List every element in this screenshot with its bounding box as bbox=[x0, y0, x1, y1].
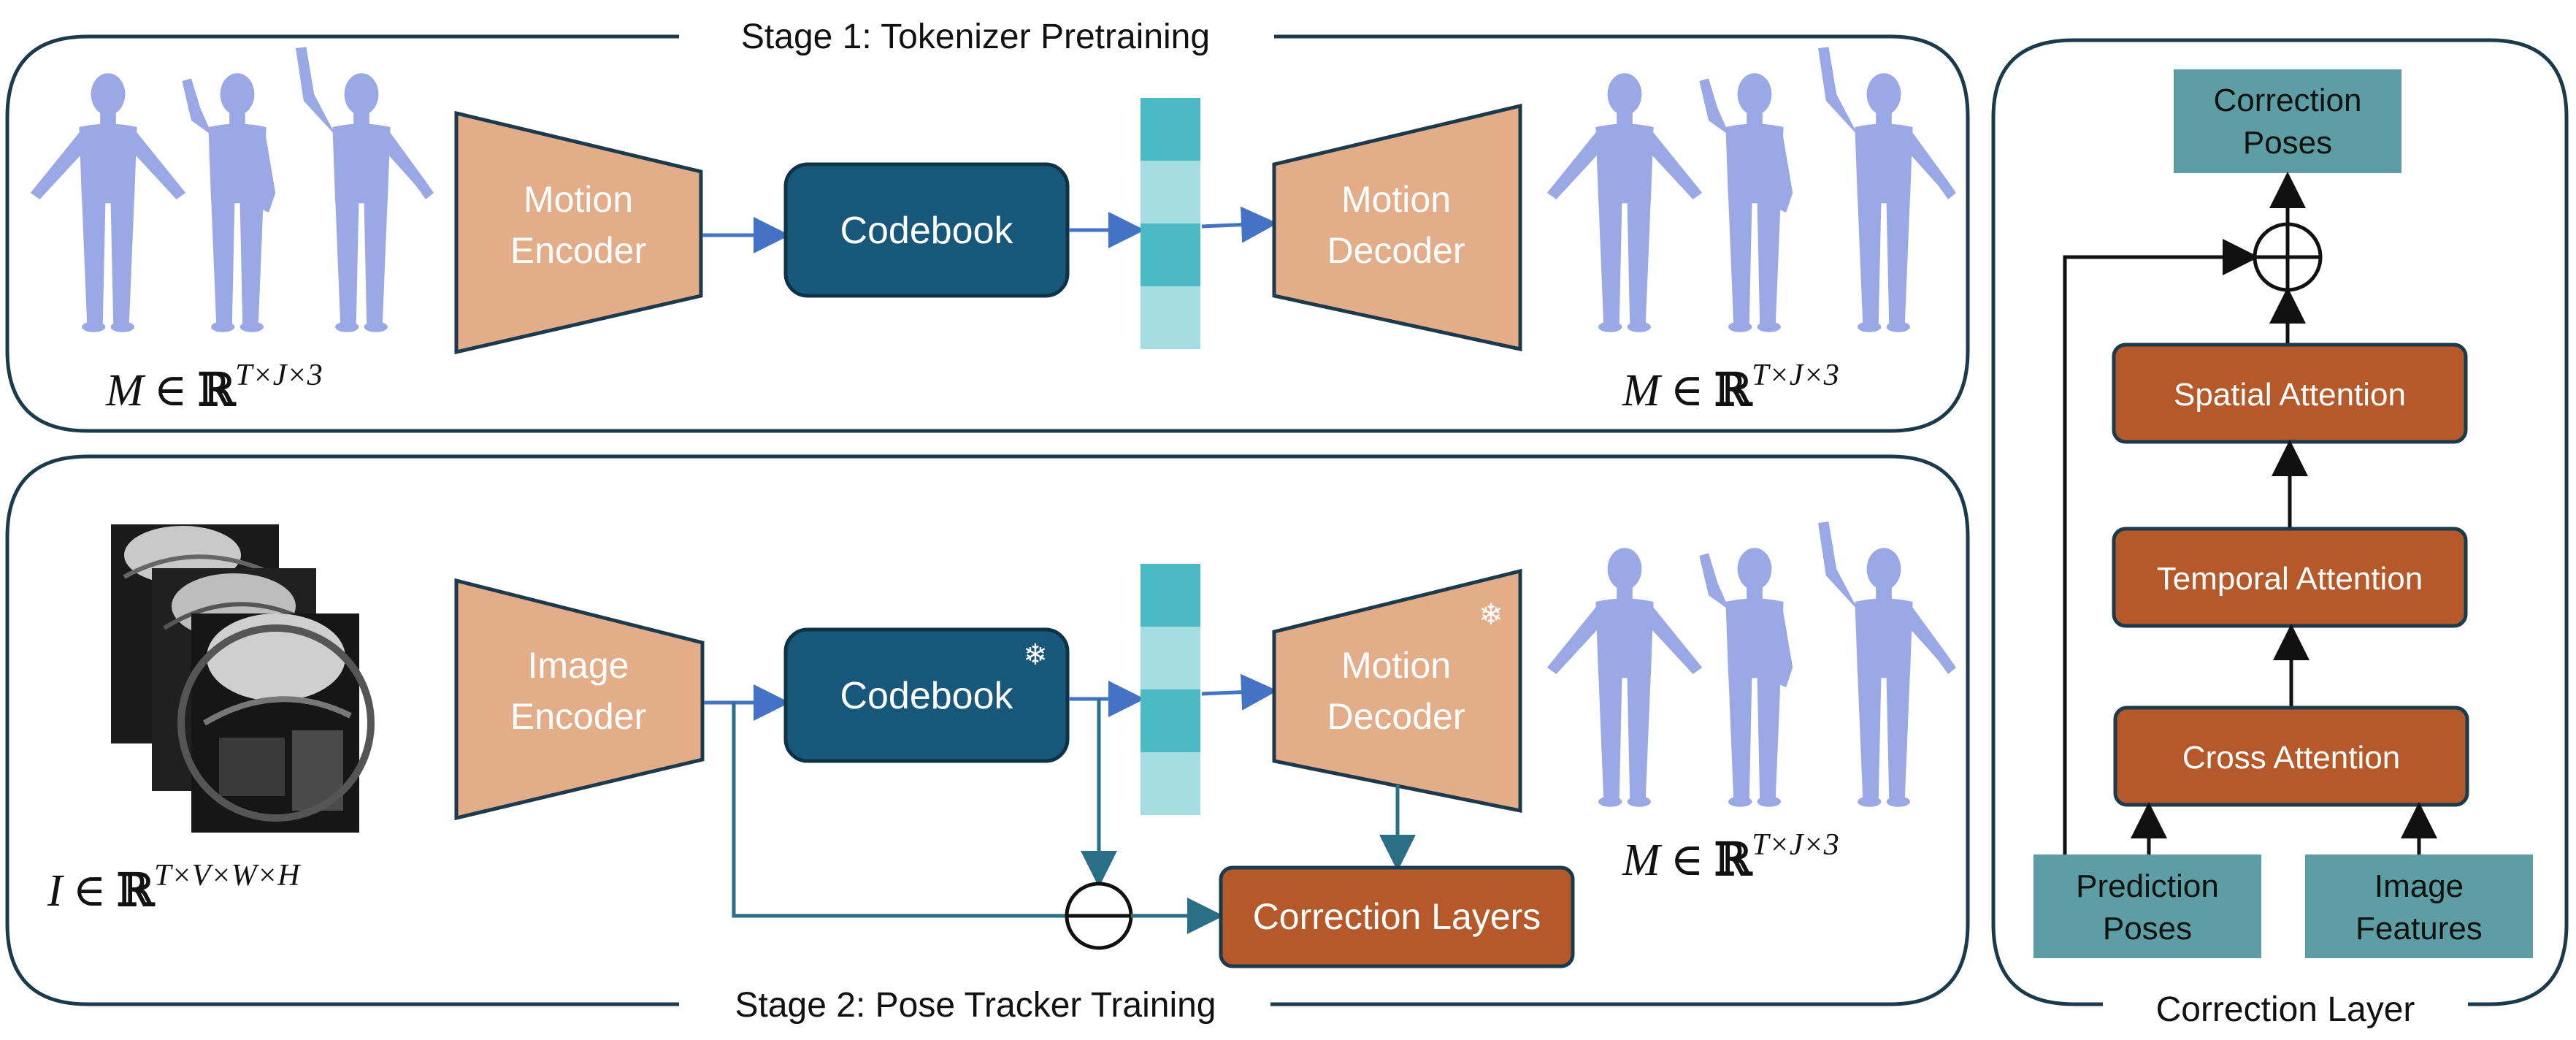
prediction-poses-box bbox=[2033, 854, 2261, 958]
stage1-motion-encoder bbox=[454, 110, 703, 355]
stage1-output-math: M∈ℝT×J×3 bbox=[1622, 359, 1839, 416]
stage2-image-encoder bbox=[454, 578, 705, 821]
image-features-box bbox=[2305, 854, 2533, 958]
stage2-decoder-frozen-icon: ❄ bbox=[1479, 598, 1503, 632]
correction-poses-box bbox=[2174, 69, 2401, 173]
stage1-input-figures bbox=[30, 47, 434, 332]
stage1-codebook-label: Codebook bbox=[840, 210, 1013, 252]
stage2-input-image-stack bbox=[111, 524, 375, 833]
stage2-input-math: I∈ℝT×V×W×H bbox=[47, 859, 302, 917]
stage1-input-math: M∈ℝT×J×3 bbox=[105, 359, 323, 416]
temporal-attention-label: Temporal Attention bbox=[2157, 561, 2423, 597]
stage2-title: Stage 2: Pose Tracker Training bbox=[735, 986, 1216, 1025]
stage1-arrow-tokens-decoder bbox=[1201, 206, 1278, 243]
stage2-codebook bbox=[783, 627, 1070, 763]
stage2-token-column bbox=[1141, 564, 1200, 815]
stage2-motion-decoder bbox=[1272, 568, 1522, 814]
stage1-title: Stage 1: Tokenizer Pretraining bbox=[741, 18, 1210, 56]
correction-panel-title: Correction Layer bbox=[2156, 990, 2415, 1029]
stage2-correction-label: Correction Layers bbox=[1253, 896, 1541, 937]
stage1-token-column bbox=[1141, 98, 1200, 349]
residual-skip-line bbox=[2063, 239, 2259, 854]
stage2-codebook-label: Codebook bbox=[840, 675, 1013, 717]
stage2-correction-layers bbox=[1219, 865, 1575, 968]
cross-attention-label: Cross Attention bbox=[2182, 740, 2400, 776]
stage1-frame bbox=[5, 34, 1970, 433]
stage2-codebook-frozen-icon: ❄ bbox=[1023, 638, 1048, 672]
cross-attention-box bbox=[2113, 706, 2469, 807]
stage2-arrow-tokens-decoder bbox=[1201, 673, 1278, 711]
stage2-frame bbox=[5, 454, 1970, 1006]
stage2-output-figures bbox=[1546, 521, 1956, 807]
spatial-attention-label: Spatial Attention bbox=[2174, 377, 2406, 413]
stage1-output-figures bbox=[1546, 47, 1956, 332]
correction-panel-frame bbox=[1991, 38, 2569, 1006]
stage1-motion-decoder bbox=[1272, 103, 1522, 352]
stage2-output-math: M∈ℝT×J×3 bbox=[1622, 828, 1839, 886]
stage2-skip-line bbox=[732, 703, 1068, 918]
stage1-codebook bbox=[783, 162, 1070, 298]
